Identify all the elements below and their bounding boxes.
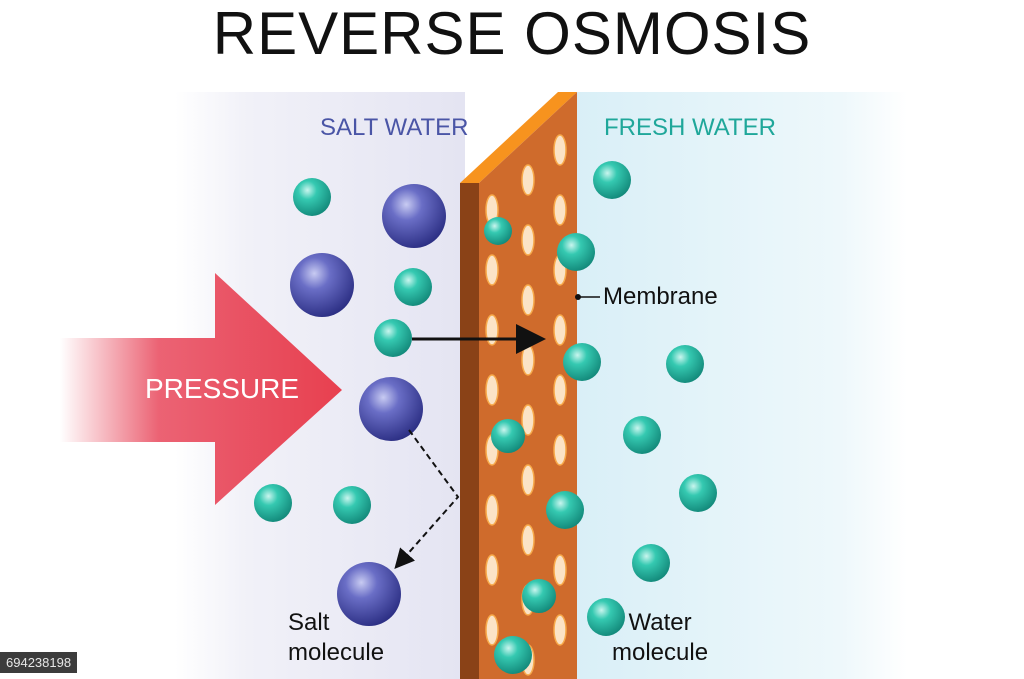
salt-molecule: [382, 184, 446, 248]
membrane-pore: [521, 164, 535, 196]
water-molecule: [374, 319, 412, 357]
fresh-water-label: FRESH WATER: [604, 114, 776, 141]
water-molecule: [679, 474, 717, 512]
membrane-side: [460, 183, 479, 679]
membrane-pore: [553, 134, 567, 166]
water-molecule-caption-line1: Water: [628, 609, 692, 636]
salt-molecule: [359, 377, 423, 441]
salt-molecule: [290, 253, 354, 317]
water-molecule: [557, 233, 595, 271]
water-molecule: [666, 345, 704, 383]
membrane-pore: [485, 494, 499, 526]
water-molecule: [587, 598, 625, 636]
diagram-title: REVERSE OSMOSIS: [212, 0, 812, 67]
membrane-label: Membrane: [603, 283, 718, 310]
water-molecule: [394, 268, 432, 306]
salt-rejection-path: [394, 429, 460, 569]
salt-molecule-caption-line1: Salt: [288, 609, 330, 636]
water-molecule-caption-line2: molecule: [612, 639, 709, 666]
fresh-water-region: [577, 92, 907, 679]
pressure-arrow: [60, 273, 342, 505]
membrane-pore: [521, 344, 535, 376]
water-molecule: [484, 217, 512, 245]
salt-molecules: [290, 184, 446, 626]
stock-image-id: 694238198: [0, 652, 78, 673]
membrane-pore: [521, 464, 535, 496]
membrane-pore: [553, 614, 567, 646]
membrane-top: [460, 92, 577, 183]
membrane-pore: [521, 404, 535, 436]
membrane-pore: [553, 194, 567, 226]
salt-molecule-caption-line2: molecule: [288, 639, 385, 666]
membrane-pore: [553, 374, 567, 406]
membrane-pore: [485, 374, 499, 406]
water-molecule: [632, 544, 670, 582]
salt-water-label: SALT WATER: [320, 114, 469, 141]
water-molecule: [593, 161, 631, 199]
membrane-pore: [521, 524, 535, 556]
water-molecule: [293, 178, 331, 216]
membrane-pore: [485, 554, 499, 586]
water-molecule-caption: Water molecule: [612, 608, 708, 668]
pressure-label: PRESSURE: [145, 373, 300, 404]
water-molecule: [563, 343, 601, 381]
water-molecule: [546, 491, 584, 529]
membrane-pore: [485, 254, 499, 286]
membrane: [460, 92, 577, 679]
membrane-leader-dot: [575, 294, 581, 300]
membrane-pore: [553, 554, 567, 586]
membrane-pore: [553, 314, 567, 346]
water-molecule: [494, 636, 532, 674]
membrane-pore: [521, 224, 535, 256]
water-molecules-salt-side: [254, 178, 432, 524]
membrane-pore: [553, 434, 567, 466]
water-molecule: [254, 484, 292, 522]
water-molecule: [333, 486, 371, 524]
membrane-pore: [521, 284, 535, 316]
salt-molecule-caption: Salt molecule: [288, 608, 384, 668]
water-molecule: [522, 579, 556, 613]
water-molecule: [491, 419, 525, 453]
salt-molecule: [337, 562, 401, 626]
membrane-pore: [485, 614, 499, 646]
water-molecule: [623, 416, 661, 454]
water-molecules-fresh-side: [484, 161, 717, 674]
